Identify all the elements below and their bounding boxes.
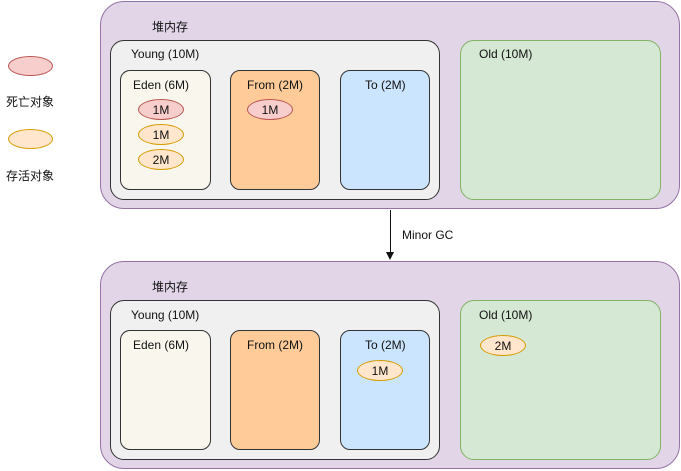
to-after-object-1: 1M	[357, 360, 403, 381]
young-before-label: Young (10M)	[131, 47, 200, 61]
to-after	[340, 330, 430, 450]
heap-before-label: 堆内存	[152, 20, 189, 34]
eden-after	[120, 330, 211, 450]
legend-dead-swatch	[8, 56, 53, 76]
legend-alive-label: 存活对象	[6, 169, 55, 183]
heap-after-label: 堆内存	[152, 280, 189, 294]
from-after-label: From (2M)	[247, 338, 303, 352]
minor-gc-label: Minor GC	[402, 228, 454, 242]
eden-before-object-1: 1M	[138, 99, 184, 120]
from-before-object-1: 1M	[247, 99, 293, 120]
old-after-object-1: 2M	[480, 335, 526, 356]
old-before	[460, 40, 661, 200]
eden-before-object-2: 1M	[138, 124, 184, 145]
old-before-label: Old (10M)	[479, 47, 533, 61]
old-after	[460, 300, 661, 460]
legend-alive-swatch	[8, 129, 53, 149]
to-after-label: To (2M)	[365, 338, 406, 352]
eden-before-label: Eden (6M)	[133, 78, 190, 92]
from-after	[230, 330, 320, 450]
minor-gc-arrow-head	[386, 252, 394, 260]
eden-after-label: Eden (6M)	[133, 338, 190, 352]
from-before-label: From (2M)	[247, 78, 303, 92]
eden-before-object-3: 2M	[138, 149, 184, 170]
minor-gc-arrow-line	[390, 210, 391, 252]
to-before-label: To (2M)	[365, 78, 406, 92]
to-before	[340, 70, 430, 190]
old-after-label: Old (10M)	[479, 308, 533, 322]
from-before	[230, 70, 320, 190]
young-after-label: Young (10M)	[131, 308, 200, 322]
legend-dead-label: 死亡对象	[6, 95, 55, 109]
